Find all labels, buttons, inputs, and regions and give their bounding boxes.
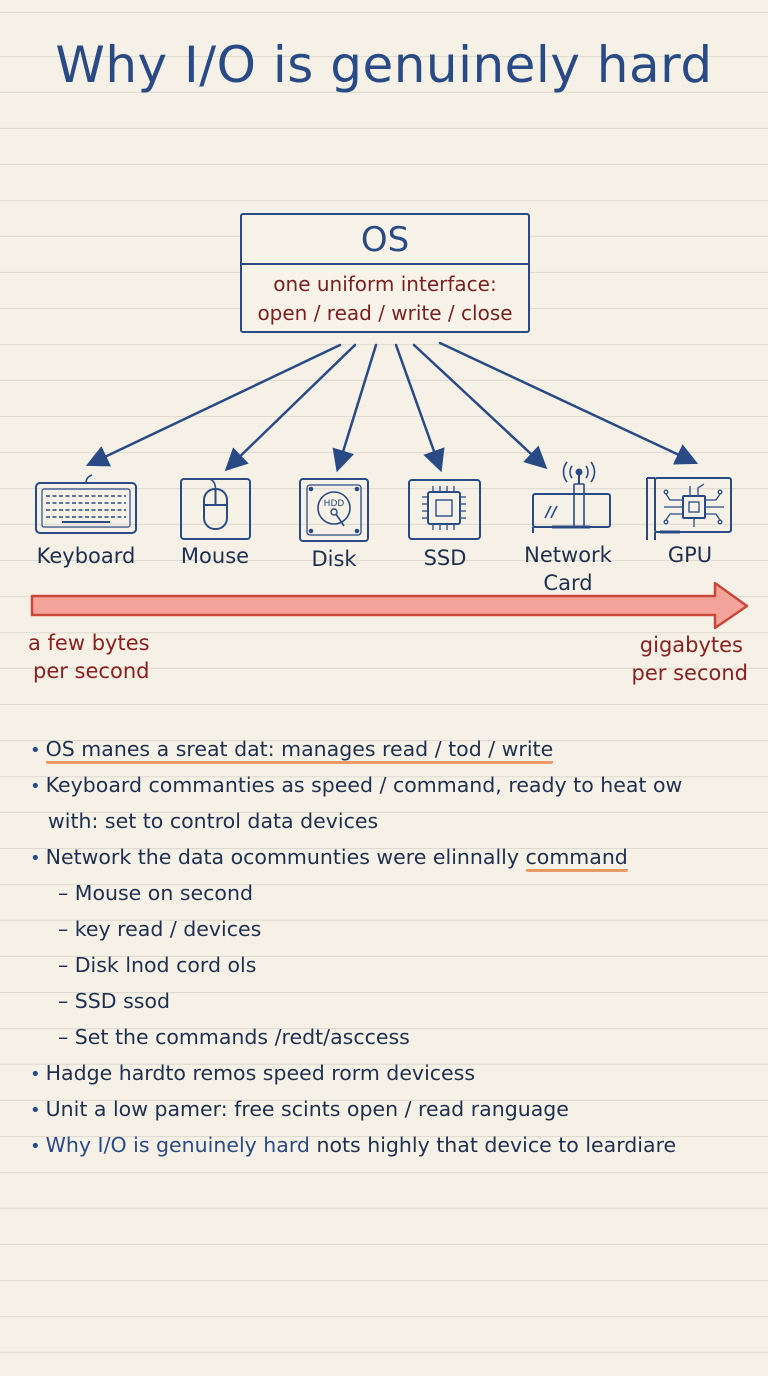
note-text: Unit a low pamer: free scints open / rea… — [45, 1097, 569, 1121]
page-title: Why I/O is genuinely hard — [55, 36, 713, 94]
device-label-keyboard: Keyboard — [36, 544, 136, 568]
note-text: – SSD ssod — [58, 989, 171, 1013]
bullet-icon: • — [30, 1136, 41, 1157]
note-text: OS manes a sreat dat: manages read / tod… — [45, 737, 554, 764]
mouse-icon — [180, 478, 251, 540]
speed-high-label: gigabytes per second — [632, 631, 748, 687]
os-label: OS — [242, 215, 528, 265]
bullet-icon: • — [30, 848, 41, 869]
note-text: – Mouse on second — [58, 881, 253, 905]
note-emphasis: Why I/O is genuinely hard — [45, 1133, 310, 1157]
device-label-disk: Disk — [311, 547, 357, 571]
gpu-icon — [646, 477, 732, 540]
arrow-to-keyboard — [85, 343, 342, 467]
device-label-network-line-1: Network — [524, 543, 612, 567]
disk-icon-text: HDD — [324, 499, 345, 509]
note-text: with: set to control data devices — [48, 809, 379, 833]
note-subitem: – key read / devices — [58, 912, 261, 946]
arrow-to-network-card — [412, 343, 548, 470]
note-item: •Unit a low pamer: free scints open / re… — [30, 1092, 569, 1128]
note-text: – Disk lnod cord ols — [58, 953, 257, 977]
note-item: •Network the data ocommunties were elinn… — [30, 840, 628, 876]
device-label-gpu: GPU — [667, 543, 713, 567]
device-label-ssd: SSD — [423, 546, 467, 570]
note-text: Keyboard commanties as speed / command, … — [45, 773, 683, 797]
bullet-icon: • — [30, 1064, 41, 1085]
speed-arrow — [30, 581, 749, 630]
note-text: Hadge hardto remos speed rorm devicess — [45, 1061, 476, 1085]
ssd-icon — [408, 479, 481, 540]
note-item-continuation: with: set to control data devices — [48, 804, 378, 838]
os-interface-line-2: open / read / write / close — [257, 301, 513, 325]
speed-high-line-2: per second — [631, 661, 748, 685]
device-label-network-card: Network Card — [513, 541, 623, 597]
note-text: – key read / devices — [58, 917, 262, 941]
arrow-to-mouse — [224, 343, 357, 472]
os-to-device-arrows — [85, 341, 699, 473]
keyboard-icon — [35, 474, 137, 534]
note-text: – Set the commands /redt/ascсess — [58, 1025, 410, 1049]
note-item: •Why I/O is genuinely hard nots highly t… — [30, 1128, 676, 1164]
bullet-icon: • — [30, 740, 41, 761]
note-item: •Keyboard commanties as speed / command,… — [30, 768, 682, 804]
bullet-icon: • — [30, 1100, 41, 1121]
os-box: OS one uniform interface: open / read / … — [240, 213, 530, 333]
arrow-to-ssd — [394, 343, 445, 473]
note-text-a: Network the data o — [45, 845, 244, 869]
note-text-c: command — [525, 845, 628, 872]
arrow-to-disk — [332, 343, 378, 473]
note-text-b: communties were elinnally — [243, 845, 526, 869]
note-subitem: – Set the commands /redt/ascсess — [58, 1020, 410, 1054]
os-interface-line-1: one uniform interface: — [273, 272, 497, 296]
note-item: •OS manes a sreat dat: manages read / to… — [30, 732, 554, 768]
disk-icon — [299, 478, 369, 542]
bullet-icon: • — [30, 776, 41, 797]
note-text: nots highly that device to leardiare — [309, 1133, 677, 1157]
note-subitem: – Disk lnod cord ols — [58, 948, 256, 982]
speed-low-label: a few bytes per second — [28, 629, 150, 685]
arrow-to-gpu — [438, 341, 699, 465]
speed-high-line-1: gigabytes — [639, 633, 743, 657]
note-item: •Hadge hardto remos speed rorm devicess — [30, 1056, 475, 1092]
speed-low-line-1: a few bytes — [28, 631, 150, 655]
network-card-icon — [532, 461, 611, 533]
speed-low-line-2: per second — [33, 659, 150, 683]
device-label-network-line-2: Card — [543, 571, 593, 595]
note-subitem: – Mouse on second — [58, 876, 253, 910]
note-subitem: – SSD ssod — [58, 984, 170, 1018]
device-label-mouse: Mouse — [180, 544, 250, 568]
